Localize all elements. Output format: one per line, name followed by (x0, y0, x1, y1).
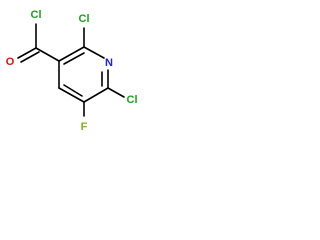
bond-carbonyl-c-o-1 (17, 47, 37, 59)
atom-carbonyl-o-label: O (6, 56, 15, 68)
bond-ring-c3-c2 (58, 46, 85, 62)
bond-ring-c5-c4-inner (63, 84, 83, 97)
bond-carbonyl-c-ring (35, 47, 60, 62)
molecule-structure: Cl O Cl N Cl F (6, 9, 138, 133)
atom-ring-cl-top-label: Cl (79, 13, 90, 25)
atom-acyl-cl-label: Cl (31, 9, 42, 21)
atom-ring-cl-bottom-label: Cl (127, 94, 138, 106)
bond-ring-c6-c5 (83, 87, 109, 103)
bond-ring-c5-c4 (58, 87, 85, 103)
bond-carbonyl-c-o-2 (20, 51, 40, 63)
atom-ring-f-label: F (81, 121, 88, 133)
molecule-canvas: Cl O Cl N Cl F (0, 0, 150, 150)
bond-c6-cl (107, 87, 125, 98)
atom-ring-n-label: N (105, 57, 113, 69)
bond-ring-c3-c2-inner (63, 52, 85, 65)
bond-ring-c2-n (83, 46, 105, 59)
